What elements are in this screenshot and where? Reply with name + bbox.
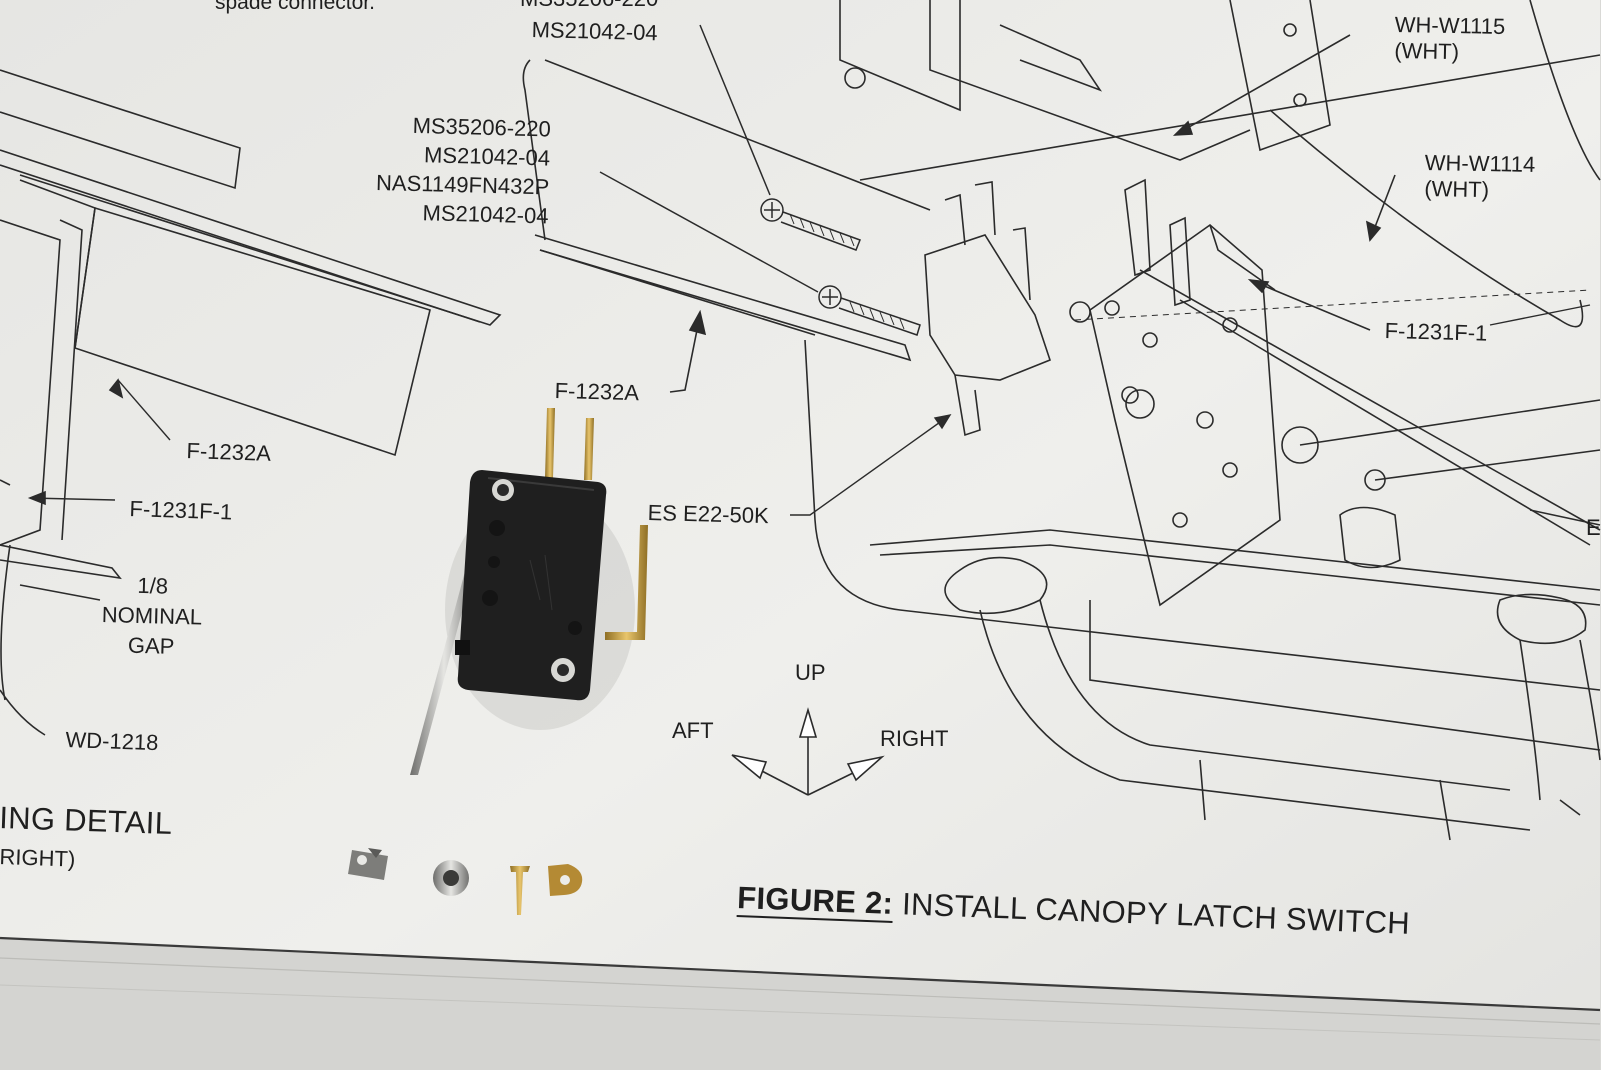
wire-id-line: WH-W1114 [1424,150,1536,177]
wh-w1114-label: WH-W1114 (WHT) [1424,150,1535,204]
wire-id-line: WH-W1115 [1394,12,1506,39]
micro-switch-photo [410,408,648,775]
page-edge [0,938,1600,1070]
wire-color-line: (WHT) [1424,175,1490,203]
orientation-triad[interactable] [731,707,885,796]
gap-note-line: NOMINAL [101,601,203,630]
hardware-stack-line: MS21042-04 [423,142,551,171]
latch-assembly-drawing [924,178,1601,607]
edge-partial-label: E [1586,515,1601,540]
es-part-label: ES E22-50K [647,500,770,529]
hardware-stack-line: NAS1149FN432P [375,169,550,200]
small-hardware-photo [348,848,583,915]
orientation-aft-label: AFT [672,718,714,743]
gap-note-line: GAP [127,632,175,659]
figure-number: FIGURE 2: [736,880,894,923]
hardware-stack-line: MS35206-220 [412,112,552,142]
wh-w1115-label: WH-W1115 (WHT) [1394,12,1505,66]
hardware-stack-label: MS35206-220 MS21042-04 NAS1149FN432P MS2… [375,110,551,230]
left-detail-drawing [0,69,502,736]
center-bracket-drawing [522,59,931,393]
wd1218-label: WD-1218 [65,727,159,756]
orientation-up-label: UP [795,660,826,685]
hardware-stack-line: MS21042-04 [422,200,549,229]
wire-color-line: (WHT) [1394,37,1460,65]
f1231f1-left-label: F-1231F-1 [129,496,233,525]
f1232a-center-label: F-1232A [554,378,640,406]
detail-subtitle-label: RIGHT) [0,844,76,872]
upper-right-structure-drawing [839,0,1601,331]
partial-connector-label: spade connector. [215,0,375,14]
ms21042-top-label: MS21042-04 [531,17,658,46]
orientation-right-label: RIGHT [880,726,949,751]
partial-ms35206-label: MS35206-220 [520,0,658,12]
frame-and-handle-drawing [804,339,1601,841]
gap-note-label: 1/8 NOMINAL GAP [101,570,204,663]
f1231f1-right-label: F-1231F-1 [1384,318,1488,346]
screws-drawing [599,24,921,336]
leader-lines [790,304,1591,516]
detail-title-label: ING DETAIL [0,800,173,842]
f1232a-left-label: F-1232A [186,438,272,466]
gap-note-line: 1/8 [137,572,169,599]
